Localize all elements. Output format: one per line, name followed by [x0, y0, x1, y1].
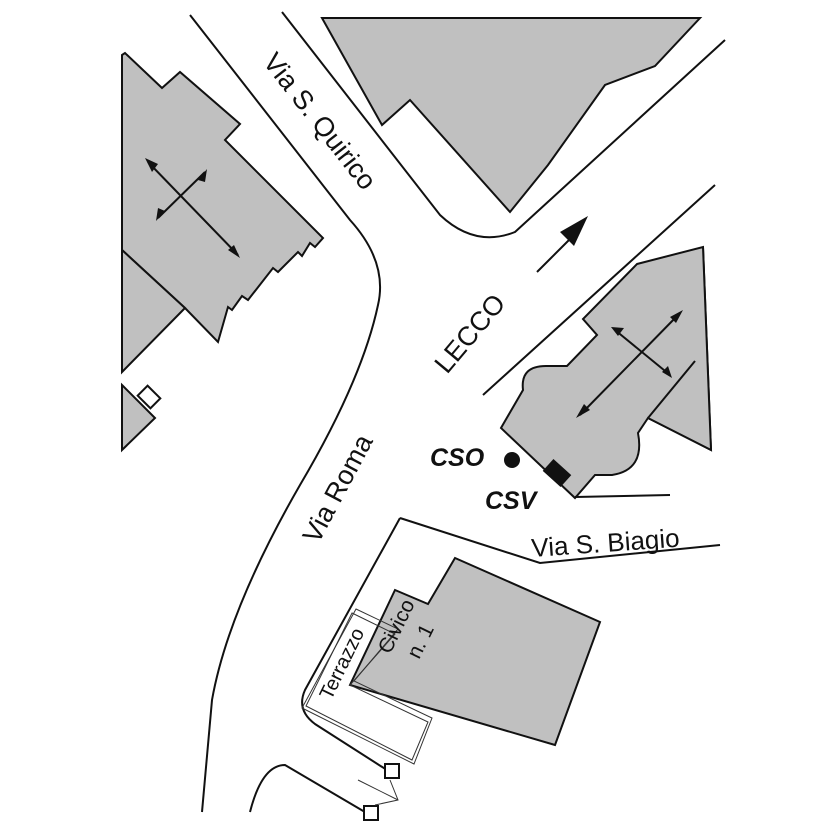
steps-icon: [136, 384, 162, 410]
entrance-arrow-icon: [357, 779, 399, 806]
church-left-cross-icon: [145, 158, 240, 258]
gate-post: [363, 805, 379, 821]
label-via-s-biagio: Via S. Biagio: [530, 523, 680, 563]
terrazzo-outline: [301, 608, 433, 765]
label-cso: CSO: [430, 444, 485, 472]
cso-marker-icon: [504, 452, 520, 468]
label-via-roma: Via Roma: [297, 429, 379, 548]
building-left-lower: [121, 247, 187, 375]
via-quirico-right-edge: [281, 11, 726, 239]
building-top: [320, 17, 703, 214]
label-csv: CSV: [485, 487, 539, 515]
direction-arrow-icon: [536, 216, 588, 273]
church-right: [499, 245, 713, 500]
gate-post: [384, 763, 400, 779]
label-lecco: LECCO: [429, 288, 512, 379]
via-biagio-south-edge: [399, 517, 721, 565]
csv-marker-icon: [542, 459, 572, 487]
church-right-cross-icon: [576, 310, 683, 418]
building-left-bottom: [121, 382, 157, 453]
via-roma-left-edge: [189, 14, 382, 813]
church-left: [121, 51, 325, 344]
